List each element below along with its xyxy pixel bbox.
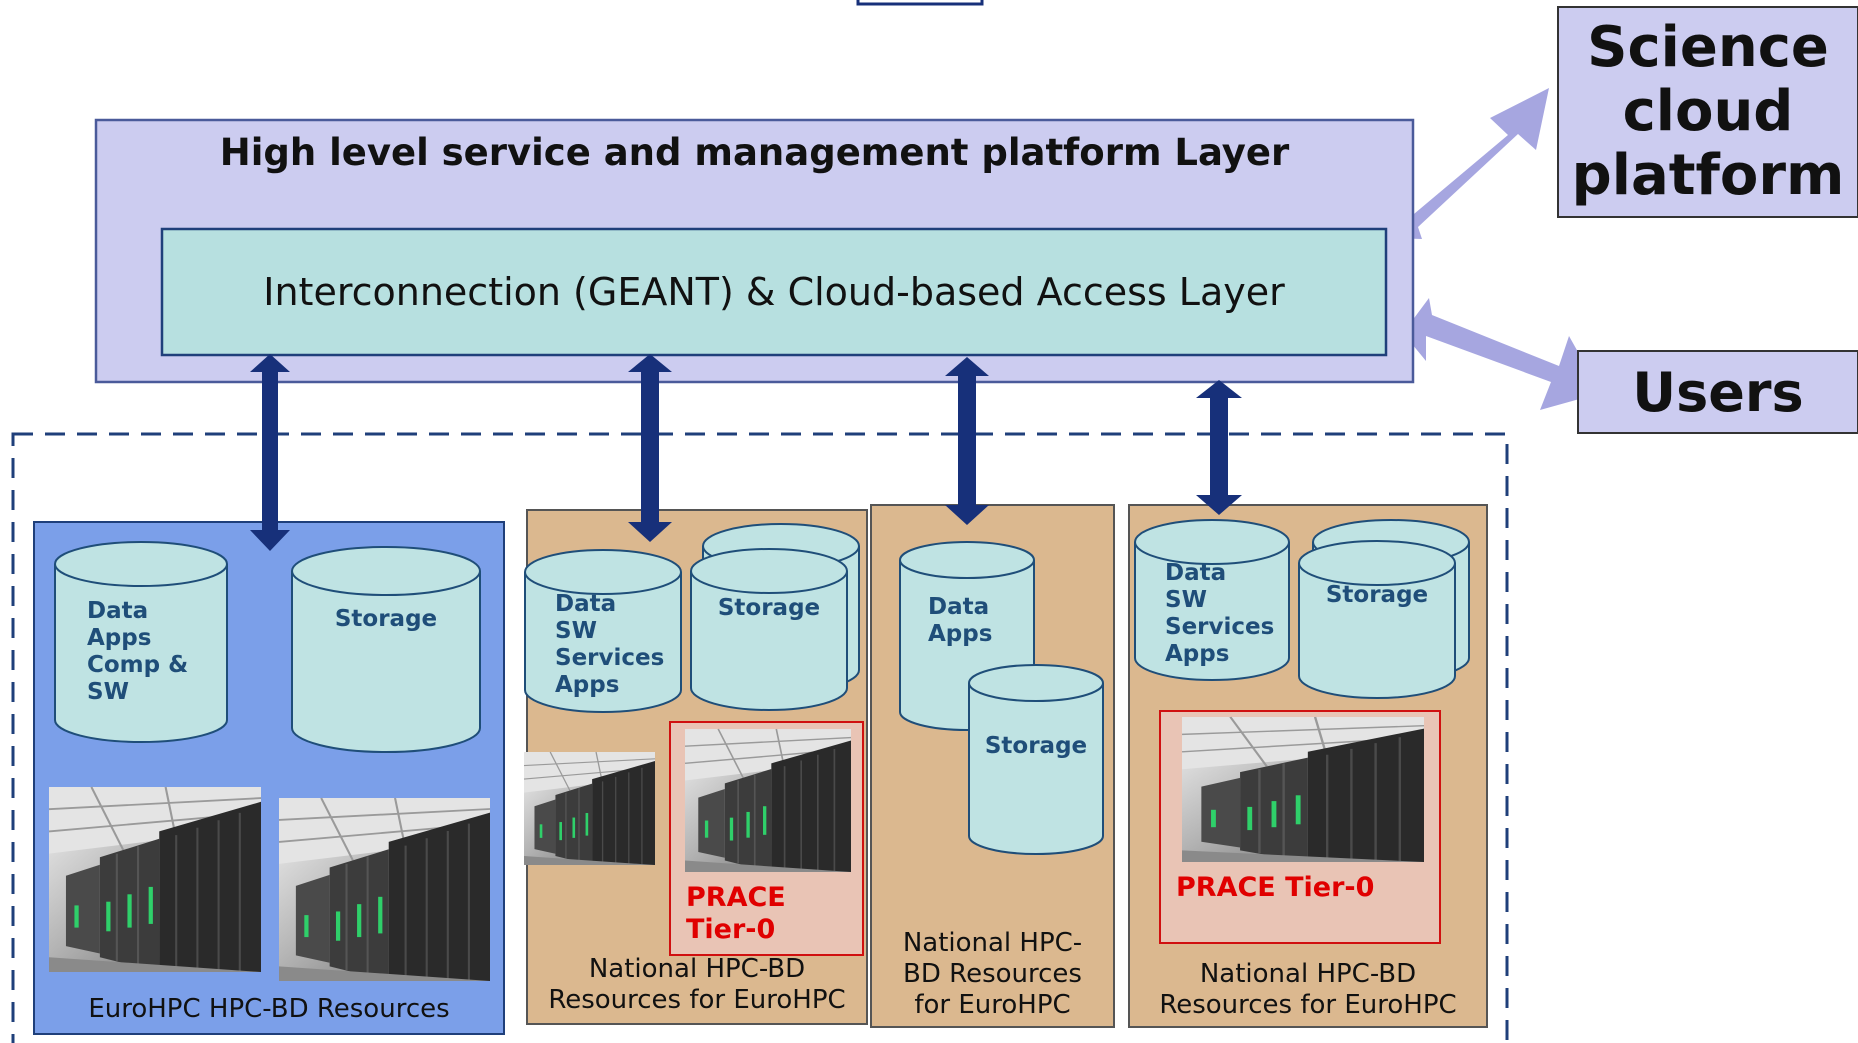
access-layer-title-text: Interconnection (GEANT) & Cloud-based Ac…: [263, 270, 1285, 314]
supercomputer-photo: [277, 796, 492, 983]
supercomputer-photo: [684, 728, 852, 873]
cylinder-national1-storage: [690, 548, 848, 711]
eurohpc-resources-label: EuroHPC HPC-BD Resources: [88, 994, 450, 1024]
cylinder-national3-data: [1134, 519, 1290, 681]
platform-layer-title: High level service and management platfo…: [96, 126, 1413, 178]
national1-prace-label: PRACE Tier-0: [686, 882, 786, 945]
science-cloud-platform-label: Science cloud platform: [1571, 15, 1845, 208]
supercomputer-photo: [47, 785, 263, 974]
national1-data-label: Data SW Services Apps: [555, 591, 665, 698]
national3-data-label: Data SW Services Apps: [1165, 560, 1275, 667]
resources-dashed-region: [11, 432, 1509, 1043]
arrow-national1: [628, 354, 672, 542]
access-layer-box: [160, 227, 1388, 357]
platform-layer-title-text: High level service and management platfo…: [219, 130, 1290, 174]
national2-storage-label: Storage: [984, 733, 1088, 759]
arrow-national2: [945, 357, 989, 525]
science-cloud-arrow: [1388, 88, 1549, 239]
cylinder-national2-storage: [968, 664, 1104, 855]
eurohpc-data-label: Data Apps Comp & SW: [87, 598, 189, 705]
cylinder-national1-data: [524, 549, 682, 713]
supercomputer-photo: [523, 751, 656, 866]
cylinder-national3-storage: [1298, 540, 1456, 699]
national1-resources-label: National HPC-BD Resources for EuroHPC: [548, 954, 846, 1015]
science-cloud-platform-box: Science cloud platform: [1557, 6, 1858, 218]
national2-resources-label: National HPC- BD Resources for EuroHPC: [902, 928, 1083, 1020]
users-box: Users: [1577, 350, 1858, 434]
eurohpc-storage-label: Storage: [334, 606, 438, 632]
arrow-national3: [1196, 380, 1242, 515]
arrow-eurohpc: [250, 354, 290, 551]
national3-storage-label: Storage: [1325, 582, 1429, 608]
national3-resources-label: National HPC-BD Resources for EuroHPC: [1159, 959, 1457, 1020]
cylinder-eurohpc-data: [54, 541, 228, 743]
national1-storage-label: Storage: [717, 595, 821, 621]
users-arrow: [1403, 298, 1601, 410]
users-label: Users: [1632, 360, 1804, 424]
national3-prace-label: PRACE Tier-0: [1176, 872, 1375, 903]
cylinder-eurohpc-storage: [291, 546, 481, 753]
top-cropped-box: [856, 0, 984, 6]
supercomputer-photo: [1180, 715, 1426, 864]
national2-data-label: Data Apps: [928, 594, 993, 647]
access-layer-title: Interconnection (GEANT) & Cloud-based Ac…: [162, 229, 1386, 355]
